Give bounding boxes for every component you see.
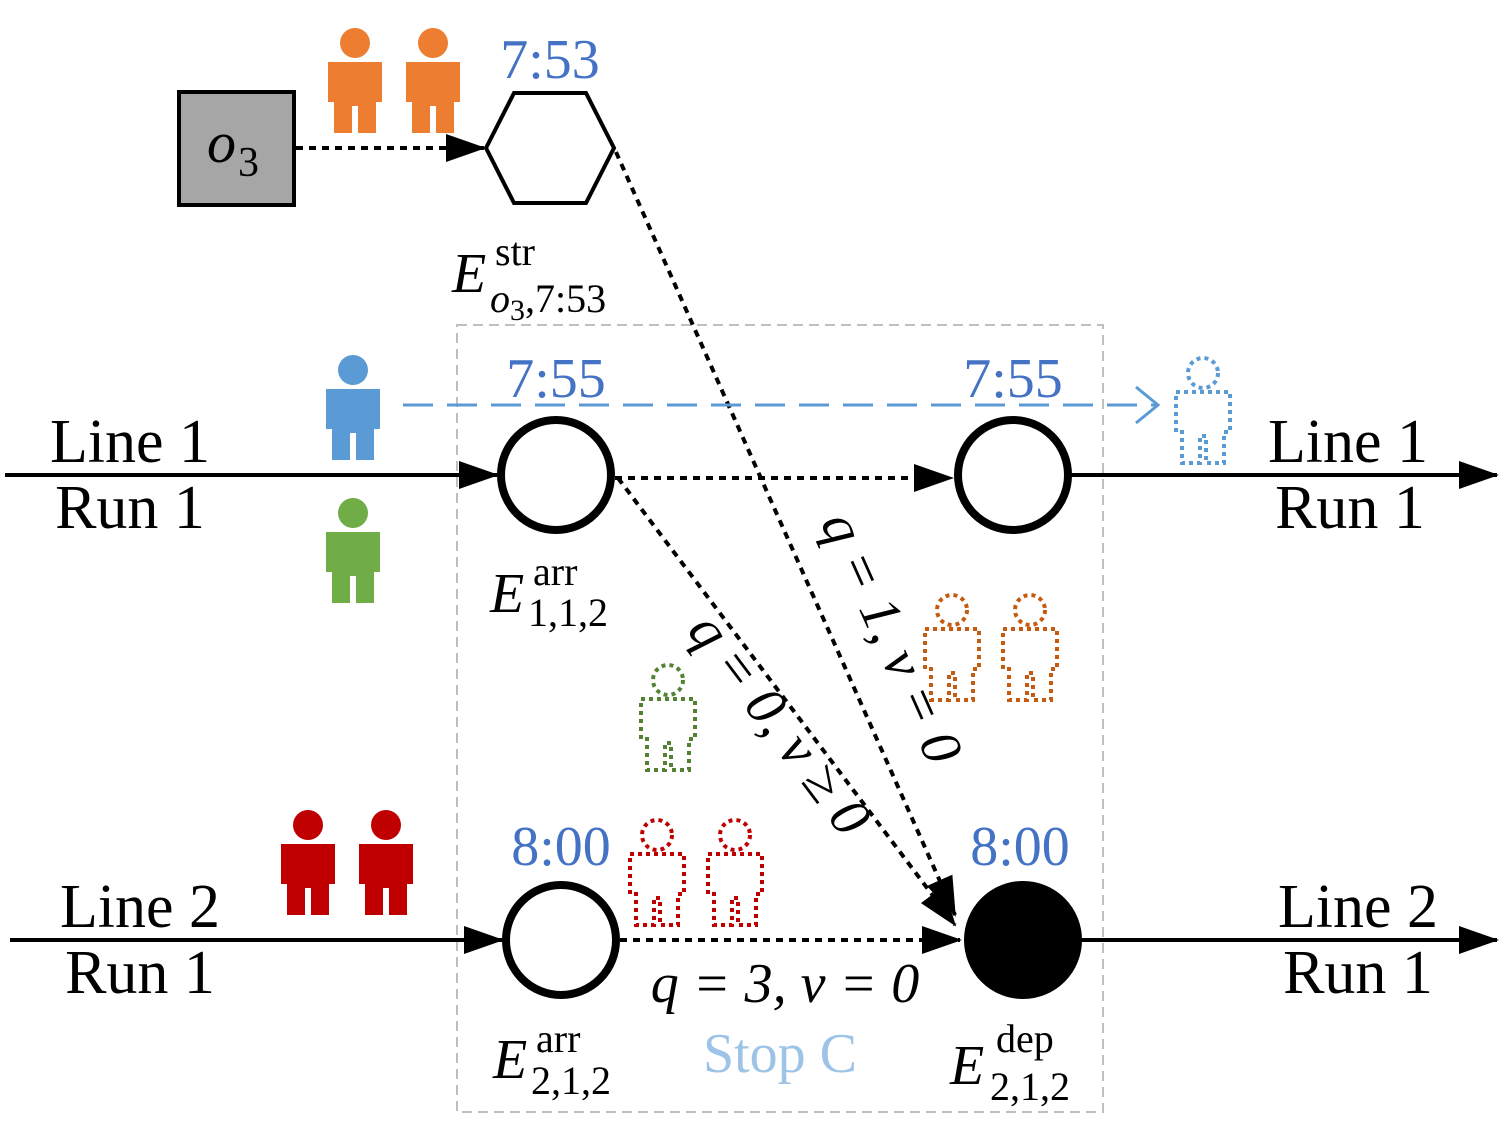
green-passenger-icon [326, 498, 380, 603]
line1-left-run-label: Run 1 [55, 474, 205, 542]
time-dep-line1: 7:55 [963, 348, 1063, 410]
orange-passenger-icon [328, 28, 382, 133]
start-to-dep-edge [614, 151, 957, 917]
time-start: 7:53 [500, 29, 600, 91]
green-dotted-passenger-icon [639, 663, 697, 772]
red-dotted-passenger-icon [628, 818, 686, 927]
stop-label: Stop C [703, 1023, 857, 1085]
dep-line1-node [954, 416, 1072, 534]
line2-left-run-label: Run 1 [65, 939, 215, 1007]
red-dotted-passengers [628, 818, 764, 927]
orange-passenger-icon [406, 28, 460, 133]
event-label-start: E str o3,7:53 [451, 229, 606, 327]
orange-dotted-passenger-icon [1001, 593, 1059, 702]
event-label-dep-line2: E dep 2,1,2 [949, 1016, 1070, 1109]
line1-right-run-label: Run 1 [1275, 474, 1425, 542]
red-passenger-icon [281, 810, 335, 915]
arr1-to-dep-edge [616, 476, 957, 927]
line2-right-run-label: Run 1 [1283, 939, 1433, 1007]
origin-node [177, 90, 296, 207]
blue-passenger-icon [326, 355, 380, 460]
blue-dotted-passenger-icon [1174, 356, 1232, 465]
red-passenger-icon [359, 810, 413, 915]
line2-right-line-label: Line 2 [1278, 873, 1438, 941]
start-event-node [483, 91, 617, 205]
line2-left-line-label: Line 2 [60, 873, 220, 941]
event-label-arr-line1: E arr 1,1,2 [489, 549, 608, 635]
red-passengers [281, 810, 413, 915]
time-arr-line1: 7:55 [506, 348, 606, 410]
event-label-arr-line2: E arr 2,1,2 [492, 1016, 611, 1103]
stop-boundary [456, 324, 1104, 1113]
time-arr-line2: 8:00 [511, 816, 611, 878]
time-dep-line2: 8:00 [970, 816, 1070, 878]
orange-passengers [328, 28, 460, 133]
red-dotted-passenger-icon [706, 818, 764, 927]
edge-label-start-to-dep: q = 1, v = 0 [809, 502, 975, 772]
origin-label: o3 [207, 110, 259, 186]
line1-right-line-label: Line 1 [1268, 408, 1428, 476]
edge-label-arr1-to-dep: q = 0, v ≥ 0 [676, 601, 883, 847]
dep-line2-node [964, 881, 1082, 999]
arr-line1-node [497, 416, 615, 534]
edge-label-line2-dwell: q = 3, v = 0 [651, 953, 919, 1015]
line1-left-line-label: Line 1 [50, 408, 210, 476]
arr-line2-node [502, 881, 620, 999]
